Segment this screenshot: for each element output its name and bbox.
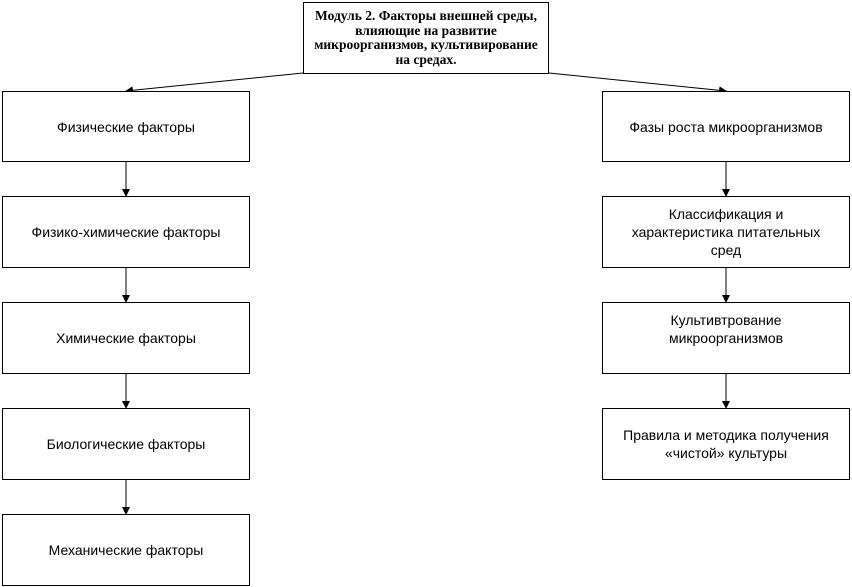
chemical-factors-box: Химические факторы [2, 302, 250, 374]
biological-factors-label: Биологические факторы [46, 436, 206, 452]
pure-culture-box: Правила и методика получения «чистой» ку… [602, 408, 850, 480]
module-title-label: Модуль 2. Факторы внешней среды, влияющи… [314, 8, 538, 67]
cultivation-box: Культивтрование микроорганизмов [602, 302, 850, 374]
media-classification-label: Классификация и характеристика питательн… [631, 206, 821, 258]
mechanical-factors-label: Механические факторы [48, 542, 204, 558]
pure-culture-label: Правила и методика получения «чистой» ку… [623, 427, 829, 461]
root-to-left-arrow [125, 72, 304, 95]
physicochemical-factors-label: Физико-химические факторы [31, 224, 221, 240]
mechanical-factors-box: Механические факторы [2, 514, 250, 586]
chemical-factors-label: Химические факторы [56, 330, 196, 346]
growth-phases-box: Фазы роста микроорганизмов [602, 91, 850, 162]
physical-factors-box: Физические факторы [2, 91, 250, 162]
biological-factors-box: Биологические факторы [2, 408, 250, 480]
cultivation-label: Культивтрование микроорганизмов [668, 312, 784, 346]
growth-phases-label: Фазы роста микроорганизмов [629, 118, 823, 135]
root-to-right-arrow [548, 72, 727, 95]
physical-factors-label: Физические факторы [57, 118, 195, 135]
module-title-box: Модуль 2. Факторы внешней среды, влияющи… [303, 2, 549, 74]
media-classification-box: Классификация и характеристика питательн… [602, 196, 850, 268]
physicochemical-factors-box: Физико-химические факторы [2, 196, 250, 268]
